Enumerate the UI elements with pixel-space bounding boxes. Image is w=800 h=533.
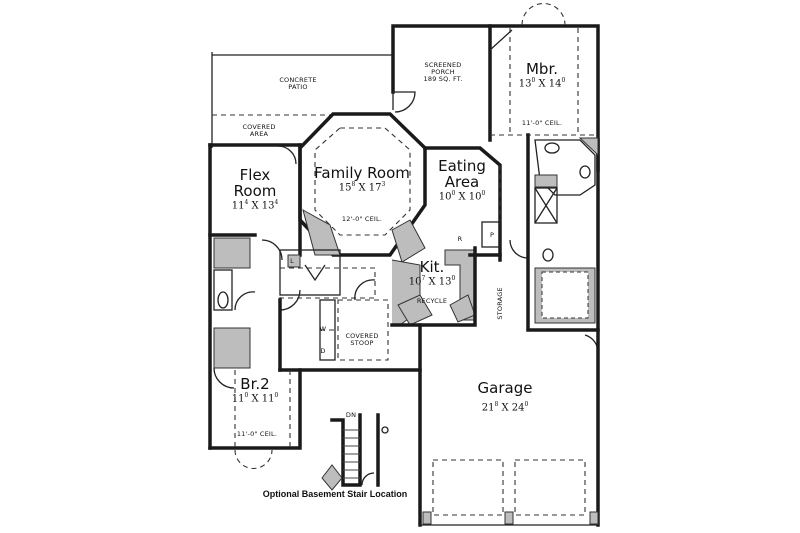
kitchen-label: Kit. 107 X 130 (408, 258, 456, 288)
family-ceiling-note: 12'-0" CEIL. (341, 215, 383, 223)
bedroom2-label: Br.2 110 X 110 (231, 375, 279, 405)
stair-down-marker: DN (345, 411, 357, 419)
washer-marker: W (319, 325, 327, 333)
linen-marker: L (290, 257, 294, 265)
family-room-label: Family Room 158 X 173 (314, 164, 410, 194)
dryer-marker: D (320, 347, 326, 355)
garage-label: Garage 218 X 240 (477, 379, 533, 414)
flex-room-label: Flex Room 114 X 134 (231, 166, 279, 211)
master-ceiling-note: 11'-0" CEIL. (521, 119, 563, 127)
master-bedroom-label: Mbr. 130 X 140 (518, 60, 566, 90)
refrigerator-marker: R (457, 235, 463, 243)
basement-stair-caption: Optional Basement Stair Location (262, 489, 408, 499)
pantry-marker: P (489, 231, 495, 239)
recycle-label: RECYCLE (416, 297, 448, 305)
bedroom2-ceiling-note: 11'-0" CEIL. (236, 430, 278, 438)
eating-area-label: Eating Area 100 X 100 (438, 157, 486, 202)
storage-label: STORAGE (495, 287, 504, 320)
